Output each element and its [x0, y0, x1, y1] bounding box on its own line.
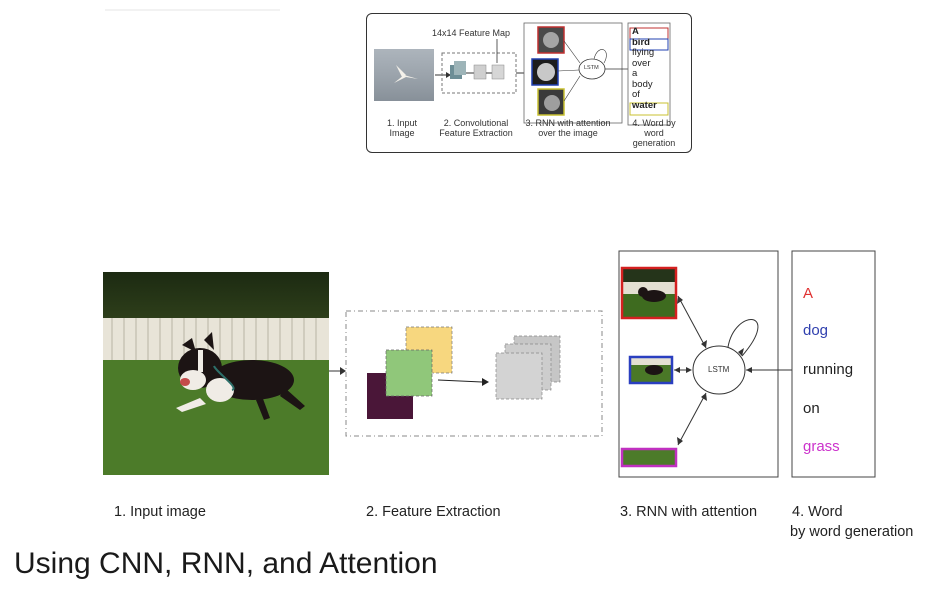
- main-lstm-label: LSTM: [708, 365, 730, 374]
- top-step-4: 4. Word by word generation: [622, 118, 686, 148]
- bird-shape: [394, 75, 418, 83]
- top-word-list: A bird flying over a body of water: [632, 26, 670, 111]
- top-word-0: A: [632, 26, 639, 37]
- word-a: A: [803, 285, 814, 302]
- attention-patch-3: [620, 447, 678, 468]
- top-step-3: 3. RNN with attention over the image: [516, 118, 620, 138]
- faint-top-line: [105, 9, 280, 11]
- word-on: on: [803, 400, 820, 417]
- top-words-box: [627, 22, 671, 126]
- top-step-3-line2: over the image: [538, 128, 598, 138]
- top-word-7: water: [632, 99, 657, 111]
- top-step-2-line2: Feature Extraction: [439, 128, 513, 138]
- feature-map-label: 14x14 Feature Map: [432, 28, 511, 38]
- top-step-3-line1: 3. RNN with attention: [525, 118, 611, 128]
- caption-word-line2: by word generation: [790, 524, 914, 540]
- top-step-2: 2. Convolutional Feature Extraction: [430, 118, 522, 138]
- word-dog: dog: [803, 322, 829, 339]
- word-grass: grass: [803, 438, 840, 455]
- feature-stack-1: [495, 352, 543, 400]
- top-word-3: over: [632, 57, 651, 69]
- top-word-4: a: [632, 68, 638, 79]
- top-word-2: flying: [632, 47, 655, 58]
- caption-rnn-attention: 3. RNN with attention: [620, 504, 758, 520]
- attention-patch-1: [620, 266, 678, 320]
- top-step-2-line1: 2. Convolutional: [443, 118, 509, 128]
- attention-patch-2: [628, 355, 674, 385]
- caption-word-line1: 4. Word: [792, 504, 843, 520]
- feature-map-green: [385, 349, 433, 397]
- feature-extraction-box: [345, 310, 603, 437]
- input-dog-photo: [103, 272, 329, 475]
- top-step-4-line1: 4. Word by: [632, 118, 676, 128]
- lstm-node: [692, 345, 746, 395]
- top-step-4-line2: word: [644, 128, 664, 138]
- top-diagram-graphics: [374, 22, 671, 126]
- word-generation-panel: [791, 250, 876, 478]
- caption-input-image: 1. Input image: [114, 504, 206, 520]
- top-lstm-label: LSTM: [584, 65, 599, 71]
- main-diagram-graphics: [103, 250, 876, 478]
- top-step-4-line3: generation: [632, 138, 676, 148]
- top-step-1-line1: 1. Input: [386, 118, 418, 128]
- top-feature-box: [441, 52, 517, 94]
- word-running: running: [803, 361, 854, 378]
- top-word-6: of: [632, 89, 640, 100]
- page-heading: Using CNN, RNN, and Attention: [14, 547, 438, 580]
- top-step-1: 1. Input Image: [372, 118, 432, 138]
- caption-feature-extraction: 2. Feature Extraction: [366, 504, 501, 520]
- top-word-5: body: [632, 78, 653, 90]
- top-word-1: bird: [632, 36, 650, 48]
- top-step-1-line2: Image: [389, 128, 415, 138]
